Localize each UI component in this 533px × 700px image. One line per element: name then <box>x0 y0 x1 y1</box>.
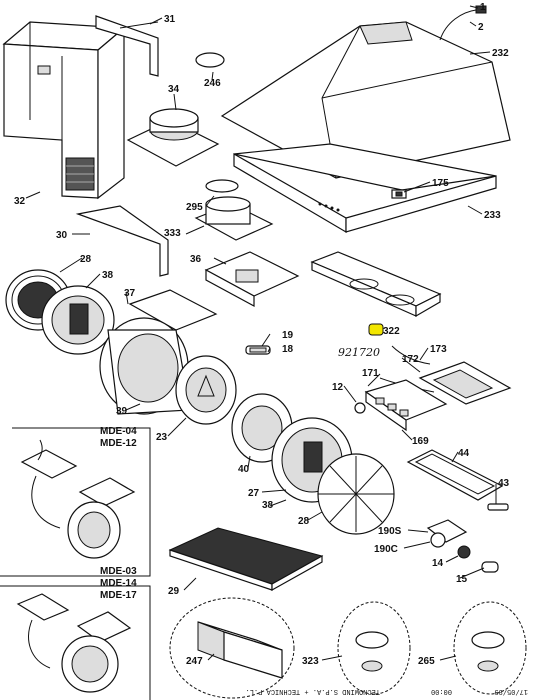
label-233: 233 <box>484 210 501 221</box>
label-333: 333 <box>164 228 181 239</box>
label-232: 232 <box>492 48 509 59</box>
label-34: 34 <box>168 84 180 95</box>
label-30: 30 <box>56 230 68 241</box>
inset-bottom-motor <box>16 593 132 693</box>
label-32: 32 <box>14 196 26 207</box>
label-173: 173 <box>430 344 447 355</box>
motor-38 <box>41 285 115 355</box>
leader-lines <box>25 5 497 661</box>
label-39: 39 <box>116 406 128 417</box>
accessory-265 <box>453 601 527 695</box>
inset-bottom-title-3: MDE-17 <box>100 590 137 601</box>
inset-top-motor <box>20 439 136 559</box>
label-171: 171 <box>362 368 379 379</box>
label-1: 1 <box>480 2 486 13</box>
inset-bottom-title-1: MDE-03 <box>100 566 137 577</box>
part-labels: 1 2 232 31 246 34 32 175 295 233 30 333 … <box>14 2 510 667</box>
label-37: 37 <box>124 288 136 299</box>
label-323: 323 <box>302 656 319 667</box>
lamp-holder-322 <box>310 251 442 318</box>
label-27: 27 <box>248 488 260 499</box>
motor-plate-36 <box>204 251 300 308</box>
label-23: 23 <box>156 432 168 443</box>
label-172: 172 <box>402 354 419 365</box>
switch-board-172 <box>418 361 512 405</box>
label-295: 295 <box>186 202 203 213</box>
label-43: 43 <box>498 478 510 489</box>
clip-43 <box>487 503 509 511</box>
label-38-a: 38 <box>102 270 114 281</box>
label-14: 14 <box>432 558 444 569</box>
impeller-39 <box>175 355 237 425</box>
label-190s: 190S <box>378 526 402 537</box>
inset-top-title-1: MDE-04 <box>100 426 137 437</box>
highlight-322 <box>368 323 384 336</box>
label-247: 247 <box>186 656 203 667</box>
gasket-44 <box>406 449 504 501</box>
accessory-323 <box>337 601 411 695</box>
label-246: 246 <box>204 78 221 89</box>
footer-time: 00:00 <box>431 687 452 695</box>
chimney-cover <box>2 21 126 200</box>
label-40: 40 <box>238 464 250 475</box>
inset-mde-04-12 <box>0 427 151 577</box>
clamp-19-18 <box>245 345 271 355</box>
footer-company: TECNOWIND S.P.A. + TECHNICA P.L. <box>246 687 380 695</box>
label-322: 322 <box>383 326 400 337</box>
adapter-333 <box>194 196 274 241</box>
hood-body-232 <box>220 5 511 179</box>
label-38-b: 38 <box>262 500 274 511</box>
label-2: 2 <box>478 22 484 33</box>
label-28-b: 28 <box>298 516 310 527</box>
label-18: 18 <box>282 344 294 355</box>
label-12: 12 <box>332 382 344 393</box>
label-28-a: 28 <box>80 254 92 265</box>
label-175: 175 <box>432 178 449 189</box>
label-169: 169 <box>412 436 429 447</box>
label-19: 19 <box>282 330 294 341</box>
label-36: 36 <box>190 254 202 265</box>
label-15: 15 <box>456 574 468 585</box>
fan-housing-37 <box>99 289 218 415</box>
hood-frame-233 <box>233 143 497 234</box>
handwritten-note: 921720 <box>338 346 380 359</box>
grease-filter-29 <box>168 527 324 592</box>
bulb-15 <box>481 561 499 573</box>
accessory-247 <box>169 597 295 699</box>
outlet-flange-34 <box>126 108 220 167</box>
grille-28-bottom <box>317 453 395 535</box>
lamp-socket-190 <box>426 519 471 559</box>
inset-top-title-2: MDE-12 <box>100 438 137 449</box>
label-29: 29 <box>168 586 180 597</box>
label-190c: 190C <box>374 544 398 555</box>
inset-mde-03-14-17 <box>0 585 151 700</box>
plate-30 <box>75 205 169 277</box>
ring-246 <box>195 52 225 68</box>
inset-bottom-title-2: MDE-14 <box>100 578 137 589</box>
label-44: 44 <box>458 448 470 459</box>
footer-date: 17/05/99 <box>494 687 528 695</box>
ring-295 <box>205 179 239 193</box>
control-panel-169 <box>354 379 448 432</box>
label-31: 31 <box>164 14 176 25</box>
label-265: 265 <box>418 656 435 667</box>
